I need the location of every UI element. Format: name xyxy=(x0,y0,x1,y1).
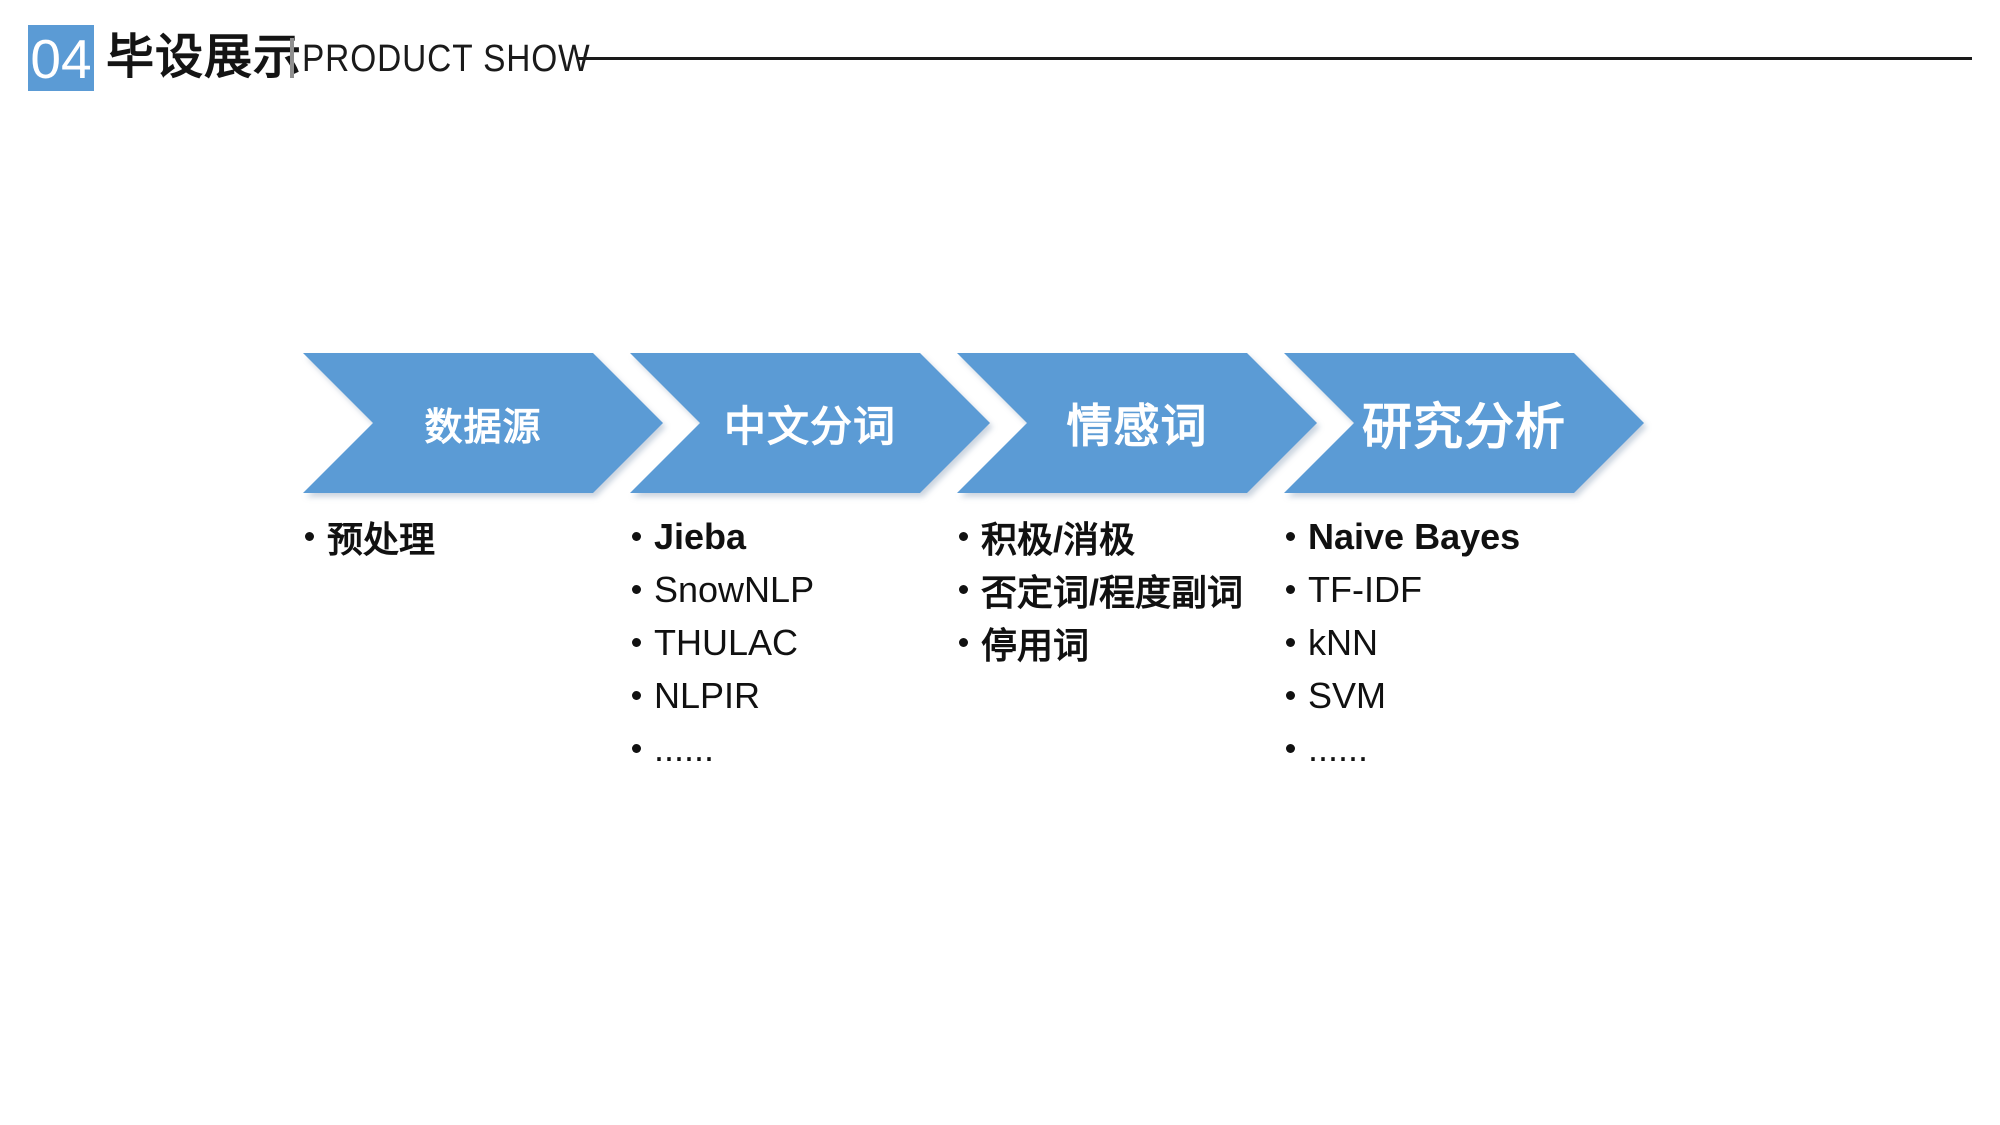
bullet-icon xyxy=(959,532,968,541)
process-step: 研究分析 Naive Bayes TF-IDF kNN SVM ...... xyxy=(1284,353,1644,769)
list-item: THULAC xyxy=(630,616,1000,669)
step-label: 研究分析 xyxy=(1362,399,1566,455)
slide-title-english: PRODUCT SHOW xyxy=(302,38,591,80)
slide-title-chinese: 毕设展示 xyxy=(106,31,303,84)
bullet-icon xyxy=(632,585,641,594)
list-item: 否定词/程度副词 xyxy=(957,563,1327,616)
step-item-list: Naive Bayes TF-IDF kNN SVM ...... xyxy=(1284,510,1654,775)
chevron-shape: 情感词 xyxy=(957,353,1317,493)
process-step: 情感词 积极/消极 否定词/程度副词 停用词 xyxy=(957,353,1317,666)
section-number-box: 04 xyxy=(28,25,94,91)
list-item: 预处理 xyxy=(303,510,673,563)
list-item-text: TF-IDF xyxy=(1308,568,1422,610)
bullet-icon xyxy=(632,532,641,541)
chevron-shape: 研究分析 xyxy=(1284,353,1644,493)
bullet-icon xyxy=(959,585,968,594)
bullet-icon xyxy=(305,532,314,541)
list-item: NLPIR xyxy=(630,669,1000,722)
chevron-shape: 中文分词 xyxy=(630,353,990,493)
list-item: kNN xyxy=(1284,616,1654,669)
list-item: SnowNLP xyxy=(630,563,1000,616)
list-item-text: 停用词 xyxy=(981,624,1090,666)
bullet-icon xyxy=(632,744,641,753)
list-item-text: kNN xyxy=(1308,621,1378,663)
list-item-text: NLPIR xyxy=(654,674,761,716)
list-item: SVM xyxy=(1284,669,1654,722)
list-item-text: 预处理 xyxy=(327,518,436,560)
chevron-arrow: 研究分析 xyxy=(1284,353,1644,493)
chevron-arrow: 情感词 xyxy=(957,353,1317,493)
list-item: 积极/消极 xyxy=(957,510,1327,563)
process-step: 数据源 预处理 xyxy=(303,353,663,560)
step-label: 数据源 xyxy=(424,406,542,449)
chevron-arrow: 数据源 xyxy=(303,353,663,493)
list-item-text: ...... xyxy=(1308,727,1369,769)
step-item-list: 预处理 xyxy=(303,510,673,563)
bullet-icon xyxy=(1286,744,1295,753)
list-item: ...... xyxy=(630,722,1000,775)
list-item: TF-IDF xyxy=(1284,563,1654,616)
list-item-text: Jieba xyxy=(654,515,747,557)
process-step: 中文分词 Jieba SnowNLP THULAC NLPIR ...... xyxy=(630,353,990,769)
list-item-text: 积极/消极 xyxy=(981,518,1136,560)
list-item: 停用词 xyxy=(957,616,1327,669)
bullet-icon xyxy=(959,638,968,647)
bullet-icon xyxy=(1286,638,1295,647)
list-item-text: Naive Bayes xyxy=(1308,515,1521,557)
header-rule-line xyxy=(577,57,1972,60)
step-item-list: 积极/消极 否定词/程度副词 停用词 xyxy=(957,510,1327,669)
list-item: Naive Bayes xyxy=(1284,510,1654,563)
chevron-shape: 数据源 xyxy=(303,353,663,493)
bullet-icon xyxy=(1286,585,1295,594)
bullet-icon xyxy=(632,691,641,700)
list-item-text: SVM xyxy=(1308,674,1387,716)
step-label: 中文分词 xyxy=(723,402,896,450)
list-item-text: SnowNLP xyxy=(654,568,815,610)
list-item-text: THULAC xyxy=(654,621,799,663)
step-label: 情感词 xyxy=(1066,400,1208,452)
bullet-icon xyxy=(1286,532,1295,541)
bullet-icon xyxy=(632,638,641,647)
chevron-arrow: 中文分词 xyxy=(630,353,990,493)
list-item: ...... xyxy=(1284,722,1654,775)
list-item-text: ...... xyxy=(654,727,715,769)
bullet-icon xyxy=(1286,691,1295,700)
list-item: Jieba xyxy=(630,510,1000,563)
step-item-list: Jieba SnowNLP THULAC NLPIR ...... xyxy=(630,510,1000,775)
title-divider xyxy=(290,38,294,78)
list-item-text: 否定词/程度副词 xyxy=(981,571,1244,613)
section-number: 04 xyxy=(30,28,92,90)
